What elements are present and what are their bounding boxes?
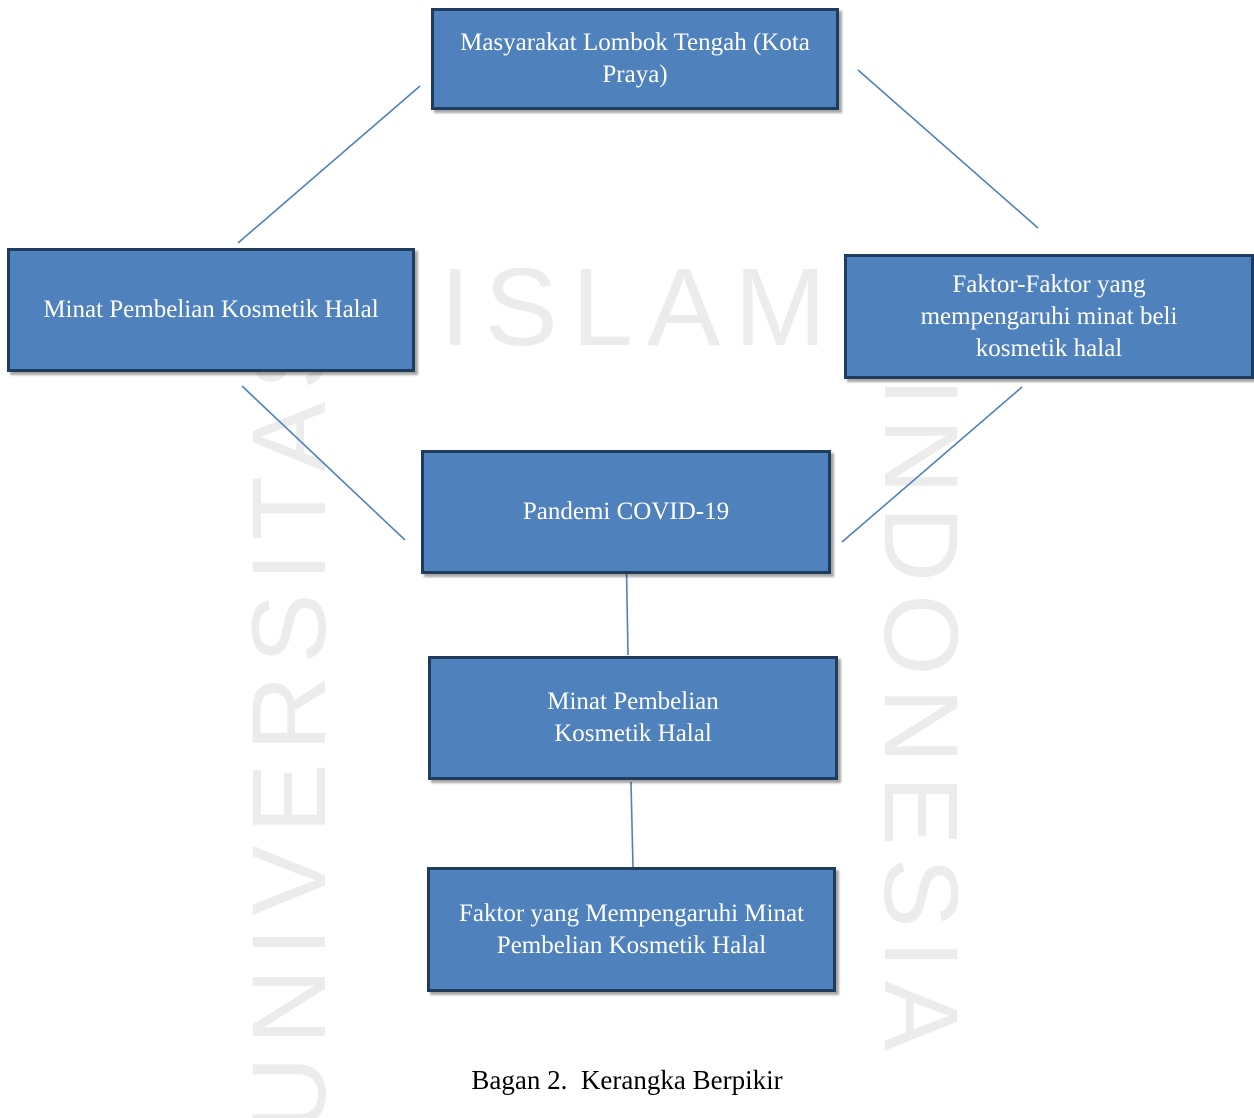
edge-top-left — [237, 85, 421, 244]
edge-middle-bottom — [630, 781, 634, 869]
watermark-top-text: ISLAM — [440, 246, 840, 369]
node-bottom: Faktor yang Mempengaruhi Minat Pembelian… — [427, 867, 836, 992]
node-middle: Minat Pembelian Kosmetik Halal — [428, 656, 838, 780]
node-left: Minat Pembelian Kosmetik Halal — [7, 248, 415, 372]
node-top-label: Masyarakat Lombok Tengah (Kota Praya) — [460, 29, 810, 88]
node-left-label: Minat Pembelian Kosmetik Halal — [43, 296, 379, 323]
node-middle-label: Minat Pembelian Kosmetik Halal — [547, 688, 719, 747]
node-center: Pandemi COVID-19 — [421, 450, 831, 574]
edge-top-right — [857, 69, 1039, 229]
watermark-right-text: INDONESIA — [862, 377, 979, 1063]
edge-right-center — [841, 386, 1023, 543]
edge-left-center — [241, 385, 406, 541]
node-center-label: Pandemi COVID-19 — [522, 498, 730, 525]
watermark-left-text: UNIVERSITAS — [231, 308, 348, 1118]
node-top: Masyarakat Lombok Tengah (Kota Praya) — [431, 8, 839, 110]
node-right-label: Faktor-Faktor yang mempengaruhi minat be… — [920, 270, 1178, 362]
diagram-caption: Bagan 2. Kerangka Berpikir — [471, 1065, 783, 1095]
node-right: Faktor-Faktor yang mempengaruhi minat be… — [844, 254, 1254, 379]
node-bottom-label: Faktor yang Mempengaruhi Minat Pembelian… — [458, 899, 805, 959]
